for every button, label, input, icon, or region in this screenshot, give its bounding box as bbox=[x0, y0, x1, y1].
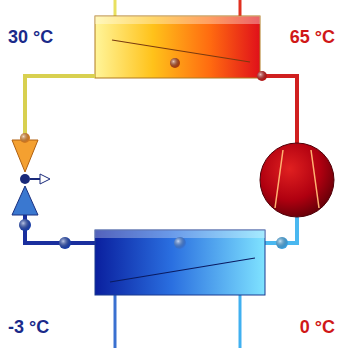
sensor-dots bbox=[19, 58, 288, 249]
evaporator-inlet-line bbox=[25, 215, 95, 243]
liquid-line bbox=[25, 76, 95, 140]
compressor-mark bbox=[275, 150, 319, 208]
condenser bbox=[95, 16, 260, 78]
temperature-label: 0 °C bbox=[300, 318, 335, 336]
valve-stem bbox=[20, 174, 30, 184]
compressor bbox=[260, 143, 334, 217]
evaporator bbox=[95, 230, 265, 295]
evaporator-shine bbox=[95, 230, 265, 238]
water-pipe bbox=[239, 295, 242, 348]
expansion-valve bbox=[12, 140, 38, 172]
valve-stem bbox=[30, 178, 40, 180]
condenser-coil bbox=[112, 40, 250, 62]
discharge-line bbox=[260, 76, 297, 143]
valve-actuator bbox=[40, 174, 50, 184]
temperature-label: 30 °C bbox=[8, 28, 53, 46]
expansion-valve bbox=[12, 186, 38, 215]
water-pipe bbox=[114, 295, 117, 348]
water-pipe bbox=[239, 0, 242, 16]
water-pipe bbox=[114, 0, 117, 16]
temperature-label: -3 °C bbox=[8, 318, 49, 336]
temperature-label: 65 °C bbox=[290, 28, 335, 46]
condenser-shine bbox=[95, 16, 260, 24]
evaporator-coil bbox=[110, 258, 255, 282]
